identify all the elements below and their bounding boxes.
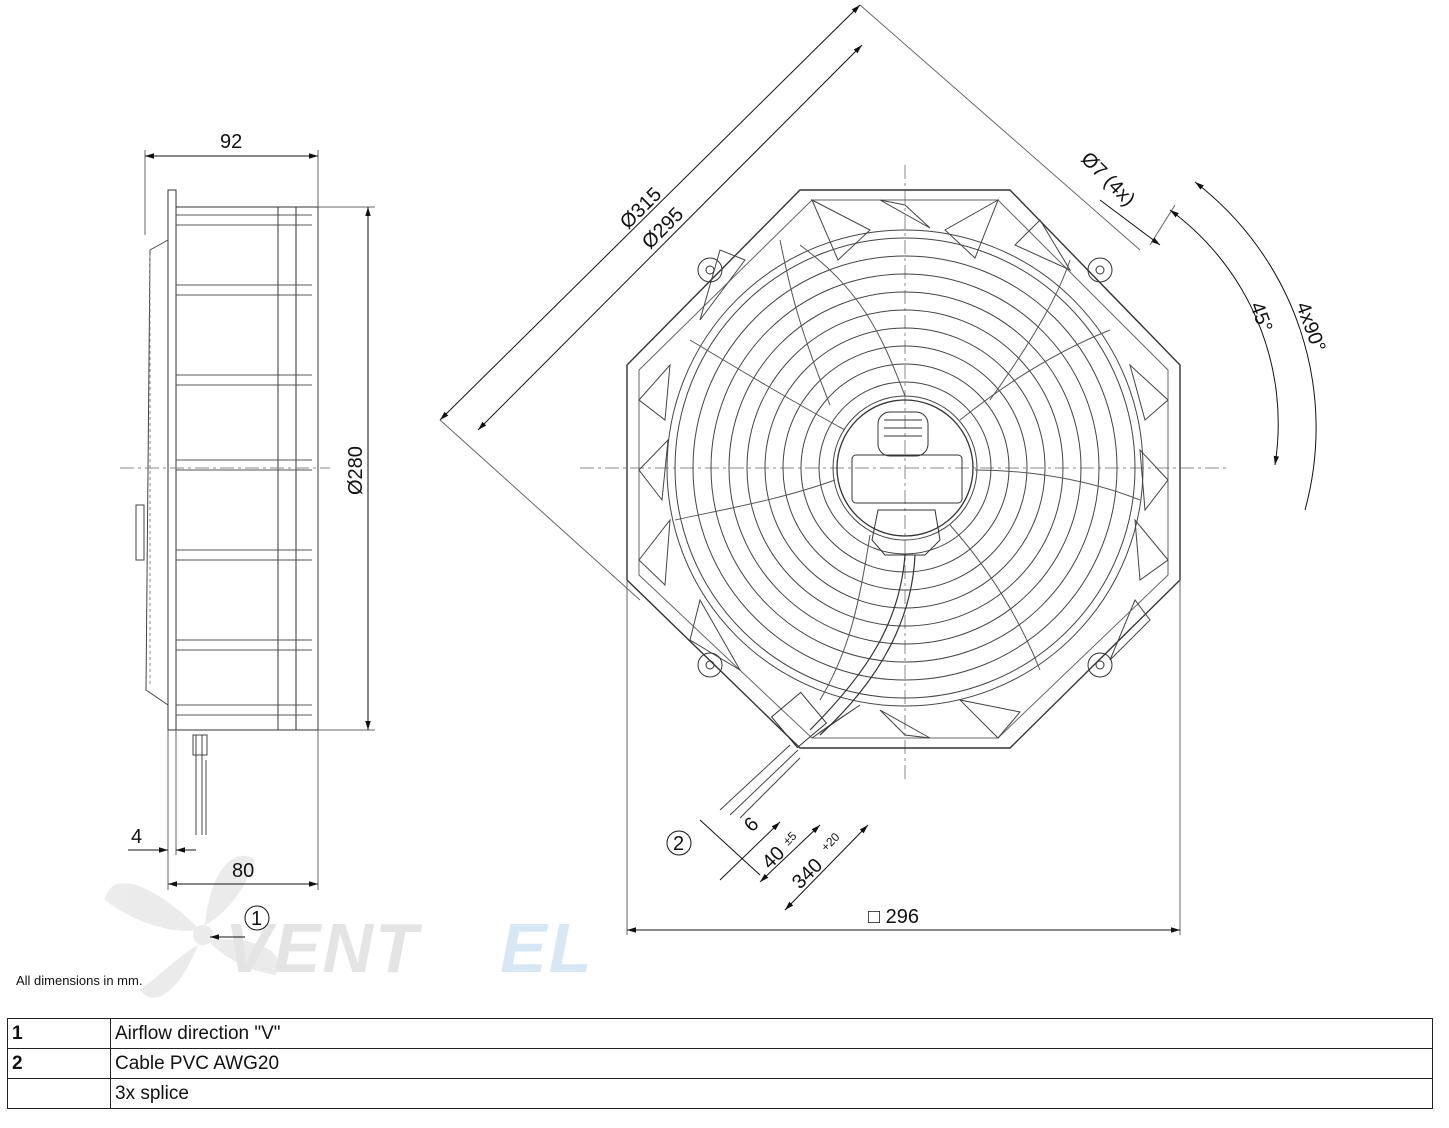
dim-side-flange: 4	[131, 826, 142, 848]
dim-angle-offset: 45°	[1245, 299, 1276, 335]
legend-text: 3x splice	[110, 1078, 1433, 1109]
motor-hub	[836, 399, 974, 537]
mount-hole-br	[1087, 652, 1113, 678]
units-note: All dimensions in mm.	[16, 973, 143, 988]
dim-cable-length: 340	[788, 854, 827, 893]
front-view	[439, 4, 1317, 935]
legend-row: 3x splice	[7, 1078, 1433, 1109]
fan-grill-spokes	[674, 239, 1141, 701]
callout-1-circle	[244, 905, 270, 931]
watermark-fan-icon	[105, 855, 279, 998]
dim-hole: Ø7 (4x)	[1076, 148, 1139, 211]
callout-2-circle	[666, 830, 692, 856]
legend-text: Airflow direction "V"	[110, 1018, 1433, 1049]
legend-row: 2 Cable PVC AWG20	[7, 1048, 1433, 1079]
legend-num: 1	[7, 1018, 111, 1049]
fan-grill-rings	[666, 229, 1144, 707]
side-grill	[145, 239, 169, 706]
legend-row: 1 Airflow direction "V"	[7, 1018, 1433, 1049]
dim-side-diameter: Ø280	[345, 446, 367, 495]
dim-square: □ 296	[868, 906, 919, 928]
front-cable	[809, 554, 906, 731]
mount-hole-tr	[1087, 257, 1113, 283]
legend-num	[7, 1078, 111, 1109]
angle-arc-90	[1194, 181, 1317, 511]
watermark-brand-dark: VENT	[225, 909, 423, 987]
dim-cable-strip: 6	[740, 813, 763, 836]
watermark-logo: VENT EL	[105, 855, 593, 998]
callout-1: 1	[251, 908, 262, 930]
dim-cable-split-tol: ±5	[780, 829, 800, 849]
legend-text: Cable PVC AWG20	[110, 1048, 1433, 1079]
dim-cable-length-tol: +20	[818, 830, 843, 855]
angle-arc-45	[1169, 209, 1280, 466]
dim-angle-pitch: 4x90°	[1291, 299, 1329, 355]
watermark-brand-light: EL	[500, 909, 593, 987]
side-cable	[195, 735, 207, 835]
dim-side-body: 80	[232, 860, 254, 882]
mount-hole-tl	[697, 257, 723, 283]
legend-num: 2	[7, 1048, 111, 1079]
callout-2: 2	[673, 833, 684, 855]
housing-struts	[638, 198, 1169, 739]
motor-label-plate	[851, 454, 963, 504]
side-body	[176, 206, 319, 731]
side-flange	[167, 189, 177, 731]
side-ribs	[176, 214, 312, 716]
fan-housing	[626, 189, 1181, 749]
technical-drawing: VENT EL	[105, 4, 1330, 998]
mount-hole-bl	[697, 652, 723, 678]
legend-table: 1 Airflow direction "V" 2 Cable PVC AWG2…	[7, 1018, 1433, 1109]
dim-cable-split: 40	[758, 842, 789, 873]
dim-side-depth: 92	[220, 131, 242, 153]
side-view	[120, 150, 375, 940]
